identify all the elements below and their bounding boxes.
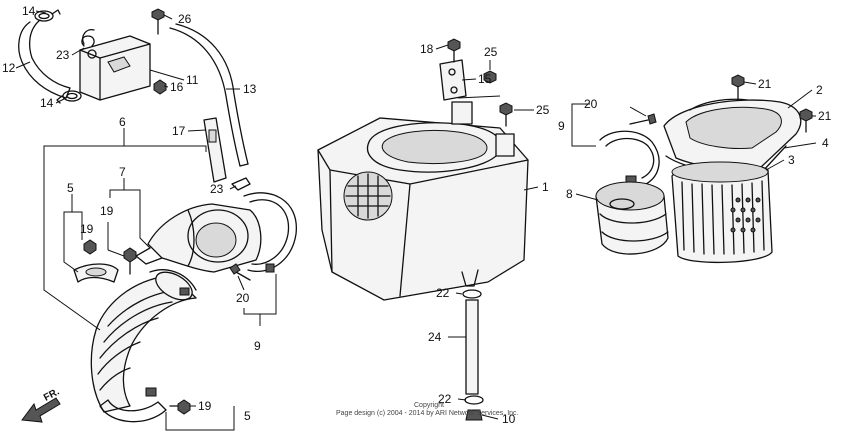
callout-23-lower: 23 <box>210 182 224 196</box>
callout-26: 26 <box>178 12 192 26</box>
band-9-elbow <box>243 192 297 273</box>
callout-19-bottom: 19 <box>198 399 212 413</box>
callout-9-left: 9 <box>254 339 261 353</box>
screw-20-elbow <box>229 263 251 281</box>
callout-19-elbow: 19 <box>100 204 114 218</box>
callout-15: 15 <box>478 72 492 86</box>
drain-plug-10 <box>465 409 483 421</box>
copyright-notice: Copyright Page design (c) 2004 - 2014 by… <box>336 402 586 418</box>
callout-24: 24 <box>428 330 442 344</box>
callout-20-elbow: 20 <box>236 291 250 305</box>
filter-cover-2 <box>663 98 802 171</box>
intake-elbow-7 <box>135 203 262 273</box>
callout-9-right: 9 <box>558 119 565 133</box>
callout-17: 17 <box>172 124 186 138</box>
callout-3: 3 <box>788 153 795 167</box>
callout-23-top: 23 <box>56 48 70 62</box>
drain-tube-24 <box>465 299 479 395</box>
clamp-22-top <box>462 289 482 299</box>
bolt-21-right <box>799 108 813 133</box>
callout-2: 2 <box>816 83 823 97</box>
bracket-15 <box>439 59 467 101</box>
filter-element-3 <box>671 161 773 264</box>
screw-19-elbow <box>123 247 137 275</box>
screw-19-left <box>83 239 97 255</box>
copyright-line-2: Page design (c) 2004 - 2014 by ARI Netwo… <box>336 410 519 417</box>
intake-adapter-8 <box>595 181 669 255</box>
breather-separator-11 <box>79 29 151 101</box>
callout-22-bottom: 22 <box>438 392 452 406</box>
hose-clamp-14-top <box>34 9 61 22</box>
bolt-26 <box>151 8 165 35</box>
band-5-bottom <box>99 387 167 423</box>
screw-16 <box>153 79 167 95</box>
plate-5 <box>73 263 119 283</box>
clip-23-lower <box>231 177 251 191</box>
callout-25-mid: 25 <box>536 103 550 117</box>
copyright-line-1: Copyright <box>414 402 444 409</box>
callout-1: 1 <box>542 180 549 194</box>
callout-10: 10 <box>502 412 516 426</box>
callout-14-bottom: 14 <box>40 96 54 110</box>
bolt-21-top <box>731 74 745 101</box>
callout-21-top: 21 <box>758 77 772 91</box>
callout-numbers: 14 26 23 12 11 16 13 14 6 17 7 5 19 19 2… <box>2 4 832 426</box>
tube-13 <box>169 23 249 167</box>
bolt-25-mid <box>499 102 513 127</box>
callout-5-bottom: 5 <box>244 409 251 423</box>
bolt-25-top <box>483 70 497 84</box>
clip-23-top <box>81 35 95 47</box>
callout-5-left: 5 <box>67 181 74 195</box>
callout-19-left: 19 <box>80 222 94 236</box>
callout-20-right: 20 <box>584 97 598 111</box>
bolt-18 <box>447 38 461 63</box>
callout-18: 18 <box>420 42 434 56</box>
callout-16: 16 <box>170 80 184 94</box>
callout-21-right: 21 <box>818 109 832 123</box>
band-9-right <box>599 130 660 185</box>
leader-lines <box>15 10 817 431</box>
callout-25-top: 25 <box>484 45 498 59</box>
callout-7: 7 <box>119 165 126 179</box>
front-arrow-icon <box>21 397 61 423</box>
screw-20-right <box>629 113 657 125</box>
callout-14-top: 14 <box>22 4 36 18</box>
callout-8: 8 <box>566 187 573 201</box>
duct-clamp <box>149 269 197 296</box>
callout-13: 13 <box>243 82 257 96</box>
callout-11: 11 <box>186 73 199 87</box>
callout-6: 6 <box>119 115 126 129</box>
callout-22-top: 22 <box>436 286 450 300</box>
screw-19-bottom <box>169 399 191 415</box>
air-cleaner-case-1 <box>317 101 529 301</box>
bracket-17 <box>203 117 227 183</box>
callout-4: 4 <box>822 136 829 150</box>
callout-12: 12 <box>2 61 16 75</box>
